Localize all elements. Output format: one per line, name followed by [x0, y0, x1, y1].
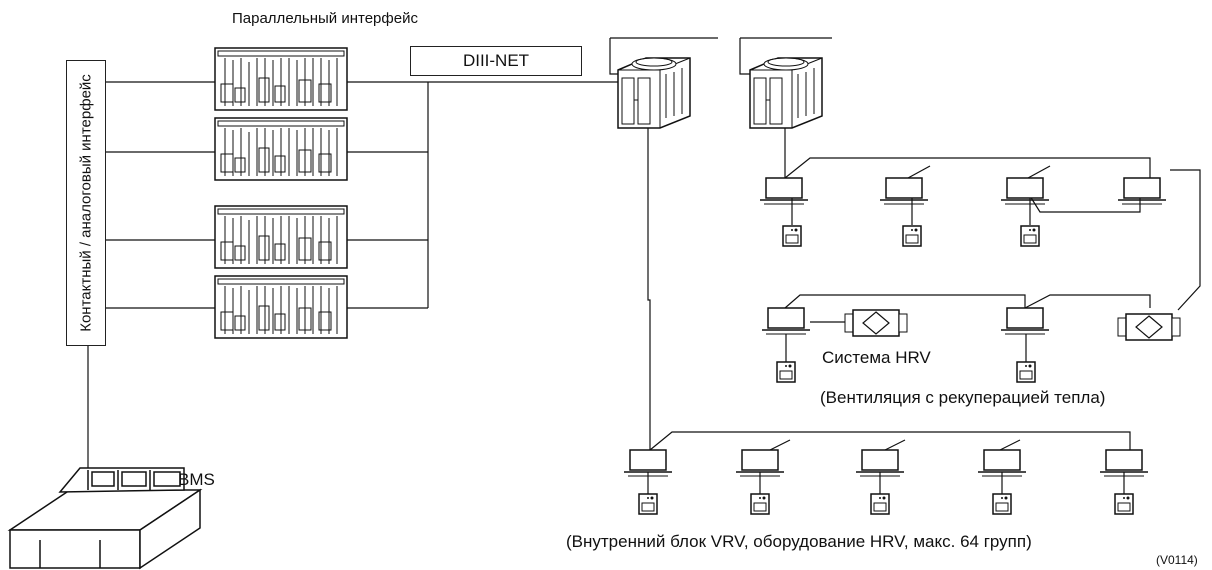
wiring — [87, 37, 1201, 494]
vrv-caption-label: (Внутренний блок VRV, оборудование HRV, … — [566, 532, 1032, 551]
contact-analog-interface-box: Контактный / аналоговый интерфейс — [66, 60, 106, 346]
hrv-unit — [1117, 313, 1181, 341]
diii-net-box: DIII-NET — [410, 46, 582, 76]
indoor-unit — [1117, 177, 1167, 205]
remote-controller — [776, 361, 796, 383]
indoor-unit — [735, 449, 785, 477]
outdoor-unit-1 — [617, 57, 691, 129]
interface-rack-4 — [214, 275, 348, 339]
indoor-unit — [623, 449, 673, 477]
indoor-unit — [879, 177, 929, 205]
indoor-unit — [759, 177, 809, 205]
remote-controller — [992, 493, 1012, 515]
remote-controller — [902, 225, 922, 247]
indoor-unit — [1000, 177, 1050, 205]
interface-rack-1 — [214, 47, 348, 111]
indoor-unit — [1099, 449, 1149, 477]
hrv-unit — [844, 309, 908, 337]
parallel-interface-label: Параллельный интерфейс — [232, 10, 418, 27]
indoor-unit — [855, 449, 905, 477]
interface-rack-3 — [214, 205, 348, 269]
indoor-unit — [1000, 307, 1050, 335]
bms-label: BMS — [178, 470, 215, 489]
remote-controller — [870, 493, 890, 515]
outdoor-unit-2 — [749, 57, 823, 129]
bms-console — [7, 467, 203, 570]
remote-controller — [1020, 225, 1040, 247]
diii-net-label: DIII-NET — [462, 51, 530, 70]
indoor-unit — [977, 449, 1027, 477]
remote-controller — [1114, 493, 1134, 515]
remote-controller — [638, 493, 658, 515]
contact-analog-interface-label: Контактный / аналоговый интерфейс — [77, 74, 95, 332]
figure-code-label: (V0114) — [1156, 553, 1198, 567]
indoor-unit — [761, 307, 811, 335]
hrv-description-label: (Вентиляция с рекуперацией тепла) — [820, 388, 1106, 407]
hrv-system-label: Система HRV — [822, 348, 931, 367]
remote-controller — [750, 493, 770, 515]
remote-controller — [782, 225, 802, 247]
interface-rack-2 — [214, 117, 348, 181]
remote-controller — [1016, 361, 1036, 383]
